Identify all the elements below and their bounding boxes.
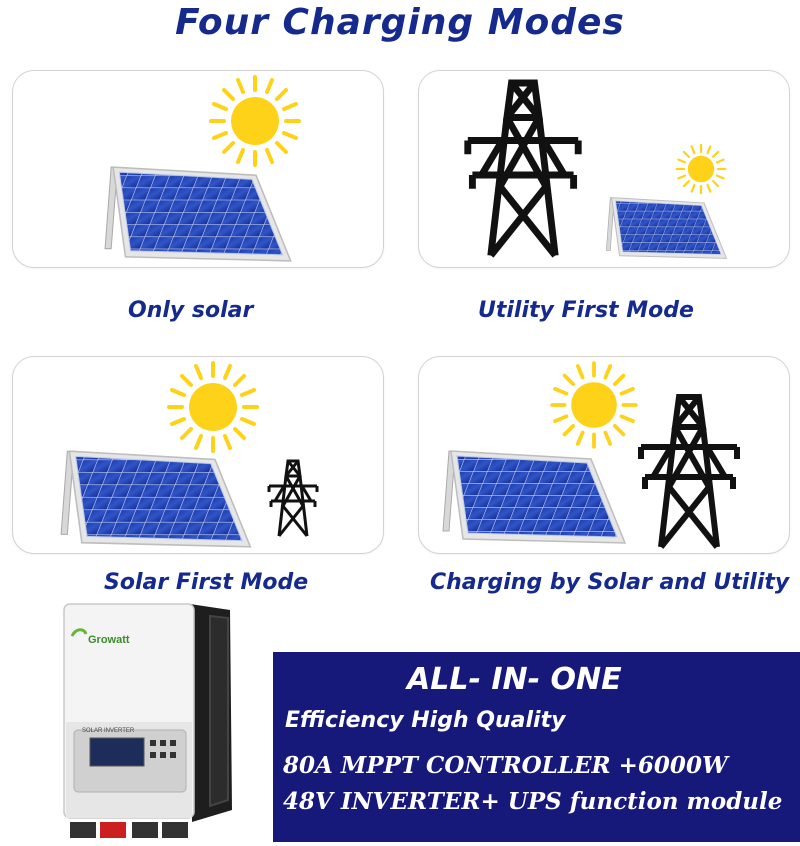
sun-icon — [167, 361, 259, 453]
mode-card-solar-and-utility — [418, 356, 790, 554]
mode-label-solar-and-utility: Charging by Solar and Utility — [430, 570, 790, 595]
mode-card-utility-first — [418, 70, 790, 268]
solar-panel-icon — [104, 166, 292, 262]
banner-line-all-in-one: ALL- IN- ONE — [407, 662, 622, 697]
power-tower-icon — [468, 83, 578, 256]
banner-line-controller: 80A MPPT CONTROLLER +6000W — [283, 752, 728, 779]
banner-line-inverter: 48V INVERTER+ UPS function module — [283, 788, 783, 815]
feature-banner: ALL- IN- ONE Efficiency High Quality 80A… — [273, 652, 800, 842]
sun-icon — [209, 75, 301, 167]
mode-card-solar-first — [12, 356, 384, 554]
solar-panel-icon — [442, 450, 626, 544]
power-tower-icon — [267, 459, 319, 538]
page-title: Four Charging Modes — [175, 2, 625, 43]
mode-card-only-solar — [12, 70, 384, 268]
mode-label-utility-first: Utility First Mode — [478, 298, 694, 323]
solar-panel-icon — [60, 450, 252, 548]
banner-line-efficiency: Efficiency High Quality — [285, 708, 566, 733]
mode-label-only-solar: Only solar — [128, 298, 254, 323]
sun-icon — [675, 143, 727, 195]
solar-panel-icon — [605, 197, 727, 259]
mode-label-solar-first: Solar First Mode — [104, 570, 309, 595]
sun-icon — [550, 361, 638, 449]
power-tower-icon — [641, 397, 737, 547]
inverter-screen-label: SOLAR INVERTER — [82, 728, 135, 734]
brand-logo: Growatt — [88, 634, 130, 646]
inverter-image: Growatt SOLAR INVERTER — [60, 600, 240, 846]
